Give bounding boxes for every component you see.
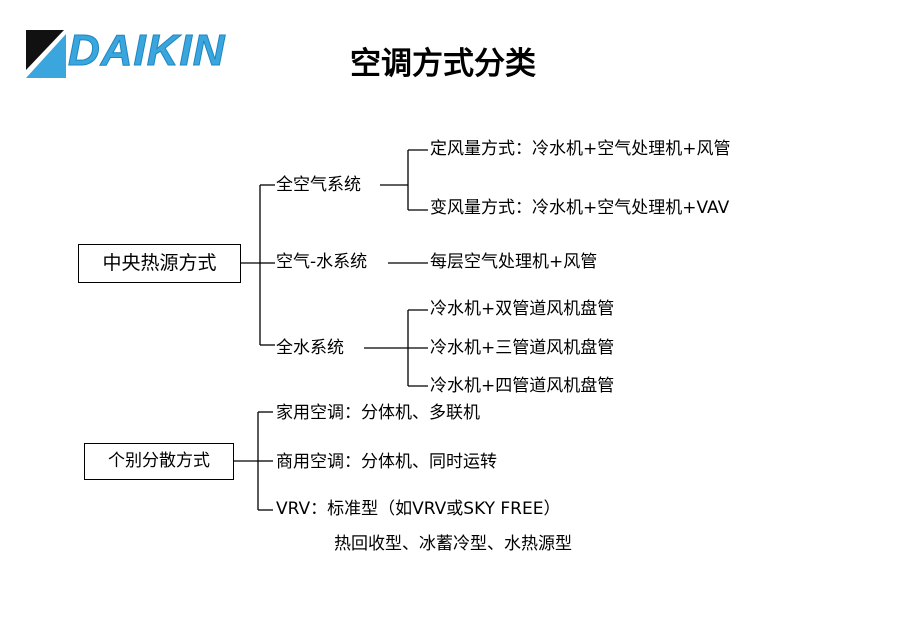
leaf-two-pipe-fcu: 冷水机+双管道风机盘管 — [430, 299, 615, 319]
leaf-variable-air-volume: 变风量方式：冷水机+空气处理机+VAV — [430, 198, 730, 218]
root-central-heat-source-box: 中央热源方式 — [78, 244, 241, 283]
daikin-logo-text: DAIKIN — [68, 26, 226, 76]
leaf-floor-ahu-duct: 每层空气处理机+风管 — [430, 252, 598, 272]
branch-vrv-line1: VRV：标准型（如VRV或SKY FREE） — [276, 499, 561, 519]
leaf-constant-air-volume: 定风量方式：冷水机+空气处理机+风管 — [430, 139, 731, 159]
root-individual-distributed-box: 个别分散方式 — [84, 443, 234, 480]
root-individual-distributed-label: 个别分散方式 — [108, 451, 210, 471]
daikin-logo-mark-icon — [26, 30, 66, 78]
branch-home-ac: 家用空调：分体机、多联机 — [276, 403, 480, 423]
branch-commercial-ac: 商用空调：分体机、同时运转 — [276, 452, 497, 472]
root-central-heat-source-label: 中央热源方式 — [102, 252, 217, 274]
daikin-logo: DAIKIN — [26, 26, 288, 80]
branch-vrv-line2: 热回收型、冰蓄冷型、水热源型 — [334, 534, 572, 554]
branch-all-air: 全空气系统 — [276, 175, 361, 195]
leaf-three-pipe-fcu: 冷水机+三管道风机盘管 — [430, 338, 615, 358]
branch-air-water: 空气-水系统 — [276, 252, 368, 272]
branch-all-water: 全水系统 — [276, 338, 344, 358]
page-title: 空调方式分类 — [350, 46, 536, 82]
leaf-four-pipe-fcu: 冷水机+四管道风机盘管 — [430, 376, 615, 396]
